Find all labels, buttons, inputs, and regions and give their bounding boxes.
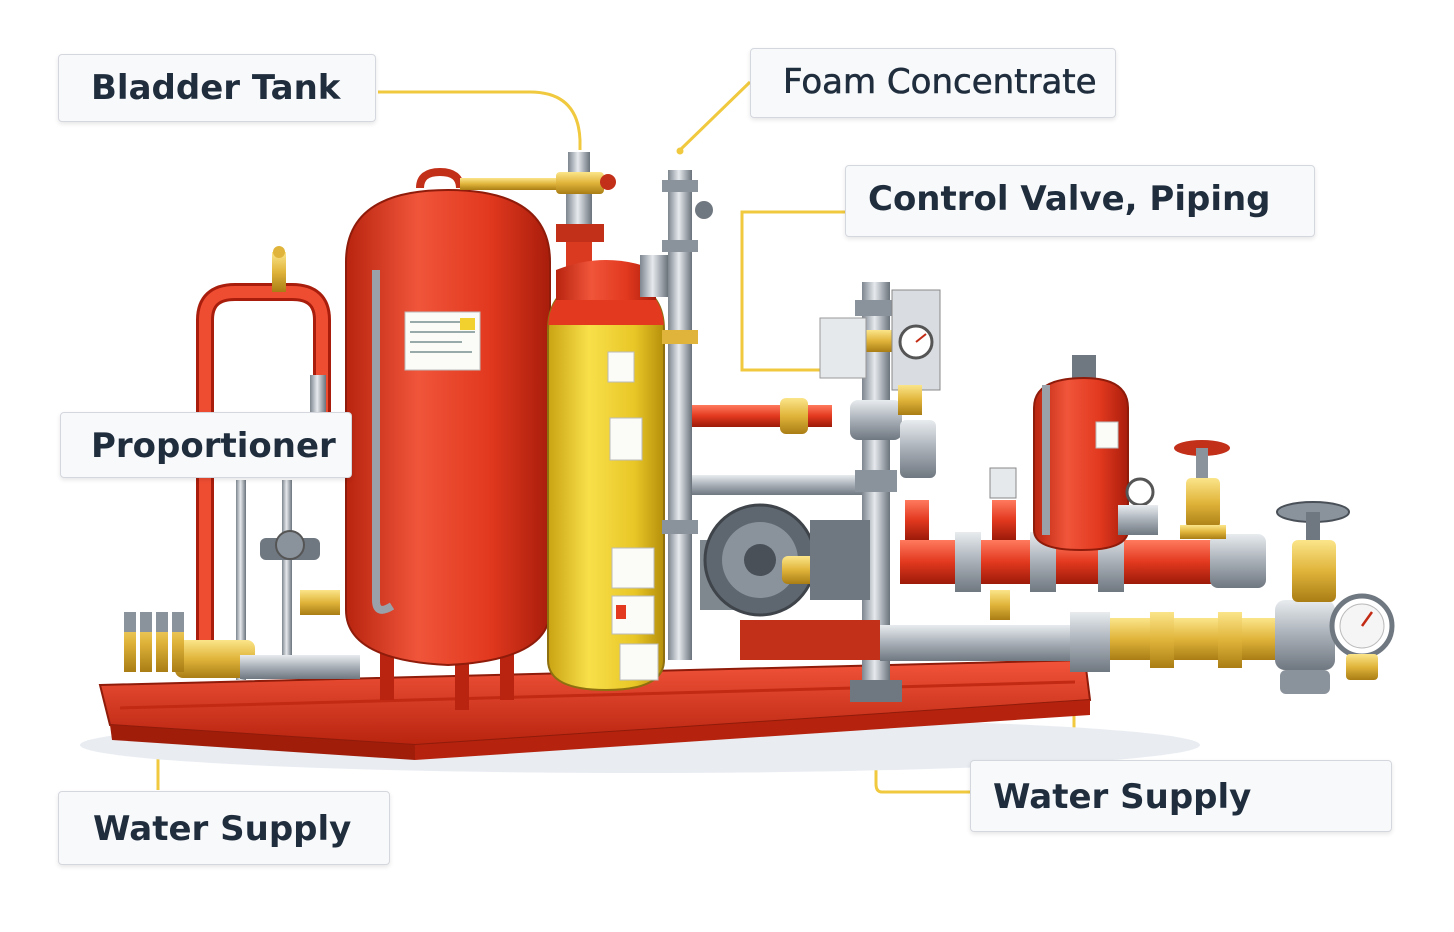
gate-valve-red	[1174, 440, 1230, 539]
gate-valve-right	[1276, 501, 1350, 602]
pump-illustration	[700, 503, 880, 660]
water-main-lower-pipe	[880, 600, 1335, 694]
foam-concentrate-riser	[640, 170, 713, 660]
bladder-tank-top-valve	[556, 152, 616, 272]
pressure-gauge-right	[1329, 593, 1395, 680]
foam-concentrate-tank	[547, 260, 665, 692]
label-water-supply-left: Water Supply	[58, 791, 390, 865]
proportioner-loop-pipe	[196, 246, 331, 640]
label-foam-concentrate: Foam Concentrate	[750, 48, 1116, 118]
small-red-tank	[1033, 355, 1158, 552]
label-bladder-tank: Bladder Tank	[58, 54, 376, 122]
label-control-valve-piping: Control Valve, Piping	[845, 165, 1315, 237]
bladder-tank-illustration	[345, 167, 560, 710]
proportioner-small-piping	[124, 375, 360, 680]
label-water-supply-right: Water Supply	[970, 760, 1392, 832]
skid-base	[98, 658, 1092, 760]
label-proportioner: Proportioner	[60, 412, 352, 478]
